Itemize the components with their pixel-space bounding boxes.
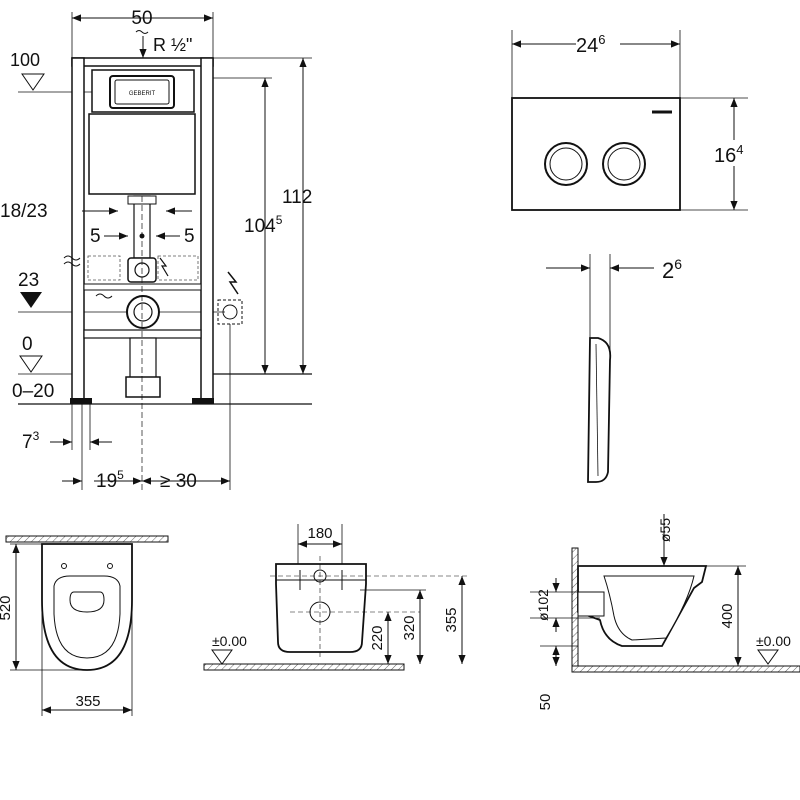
floor-marker-front — [211, 649, 233, 665]
offset-right-label: 5 — [184, 226, 195, 247]
level-0-marker — [19, 355, 43, 373]
height-112-label: 112 — [282, 187, 312, 208]
frame-mid-rail — [83, 283, 202, 291]
height-side-label: 400 — [719, 603, 736, 628]
h3-label: 355 — [443, 607, 460, 632]
floor-level-front-label: ±0.00 — [212, 633, 247, 649]
fix-hole-left — [61, 563, 67, 569]
h2-label: 320 — [401, 615, 418, 640]
frame-left-post — [71, 57, 85, 404]
flush-plate-view: 246 164 26 — [511, 30, 760, 483]
bowl-depth-label: 520 — [0, 595, 14, 620]
center-point — [139, 233, 145, 239]
brand-label: GEBERIT — [129, 91, 156, 97]
plate-width-label: 246 — [576, 32, 605, 57]
plate-depth-label: 26 — [662, 256, 682, 283]
frame-right-post — [200, 57, 214, 404]
foot-right — [192, 398, 214, 404]
plate-width-bg — [576, 30, 620, 56]
bowl-basin-top — [69, 591, 105, 613]
bowl-top-view: 520 355 — [0, 535, 169, 716]
flush-plate-inner — [114, 79, 170, 105]
supply-label: R ½" — [153, 35, 192, 55]
bowl-side-view: ø55 ø102 400 ±0.00 50 — [530, 514, 800, 710]
frame-bottom-rail — [83, 329, 202, 339]
inlet-label: ø55 — [657, 518, 673, 542]
electric-icon — [227, 271, 239, 295]
frame-top-rail — [71, 57, 214, 67]
flush-plate — [511, 97, 681, 211]
outlet-pipe-side — [577, 591, 605, 617]
top-width-label: 180 — [307, 525, 332, 542]
bowl-width-label: 355 — [75, 693, 100, 710]
full-flush-button-inner — [607, 147, 641, 181]
plate-profile-inner — [595, 343, 599, 477]
fix-hole-right — [107, 563, 113, 569]
plate-height-label: 164 — [714, 142, 743, 167]
waste-outlet-inner — [133, 302, 153, 322]
outlet-label: 195 — [96, 468, 124, 492]
foot-left — [70, 398, 92, 404]
plate-height-bg — [712, 140, 760, 166]
level-0-label: 0 — [22, 334, 33, 355]
level-23-marker — [20, 292, 42, 308]
bowl-basin-side — [603, 575, 695, 641]
wall-section-top — [5, 535, 169, 543]
width-label: 50 — [131, 8, 152, 29]
supply-box-left — [87, 255, 121, 281]
height-104-label: 1045 — [244, 213, 283, 237]
clearance-label: ≥ 30 — [160, 471, 197, 492]
half-flush-button-inner — [549, 147, 583, 181]
drain-pipe — [129, 337, 157, 379]
floor-section-front — [203, 663, 405, 671]
electric-socket — [222, 304, 238, 320]
floor-marker-side — [757, 649, 779, 665]
water-icon-left — [63, 255, 81, 267]
installation-frame-view: GEBERIT 50 R ½" — [0, 8, 312, 492]
offset-left-label: 5 — [90, 226, 101, 247]
level-23-label: 23 — [18, 270, 39, 291]
floor-level-side-label: ±0.00 — [756, 633, 791, 649]
foot-label: 73 — [22, 429, 40, 453]
h1-label: 220 — [369, 625, 386, 650]
floor-section-side — [571, 665, 800, 673]
level-100-label: 100 — [10, 50, 40, 70]
supply-box-right — [157, 255, 199, 281]
water-supply-icon — [135, 30, 149, 34]
water-icon-bottom — [95, 293, 113, 299]
outlet-label: ø102 — [535, 589, 551, 621]
pipe-range-label: 18/23 — [0, 201, 48, 222]
plate-profile — [587, 337, 612, 483]
bowl-outline-front — [275, 563, 367, 653]
bowl-rim-top — [53, 575, 121, 659]
cistern — [88, 113, 196, 195]
level-range-label: 0–20 — [12, 381, 54, 402]
electric-icon-small — [159, 257, 169, 277]
level-100-marker — [21, 73, 45, 91]
offset-side-label: 50 — [537, 694, 554, 711]
bowl-front-view: 180 220 320 355 ±0.00 — [203, 524, 470, 671]
drain-socket — [125, 376, 161, 398]
